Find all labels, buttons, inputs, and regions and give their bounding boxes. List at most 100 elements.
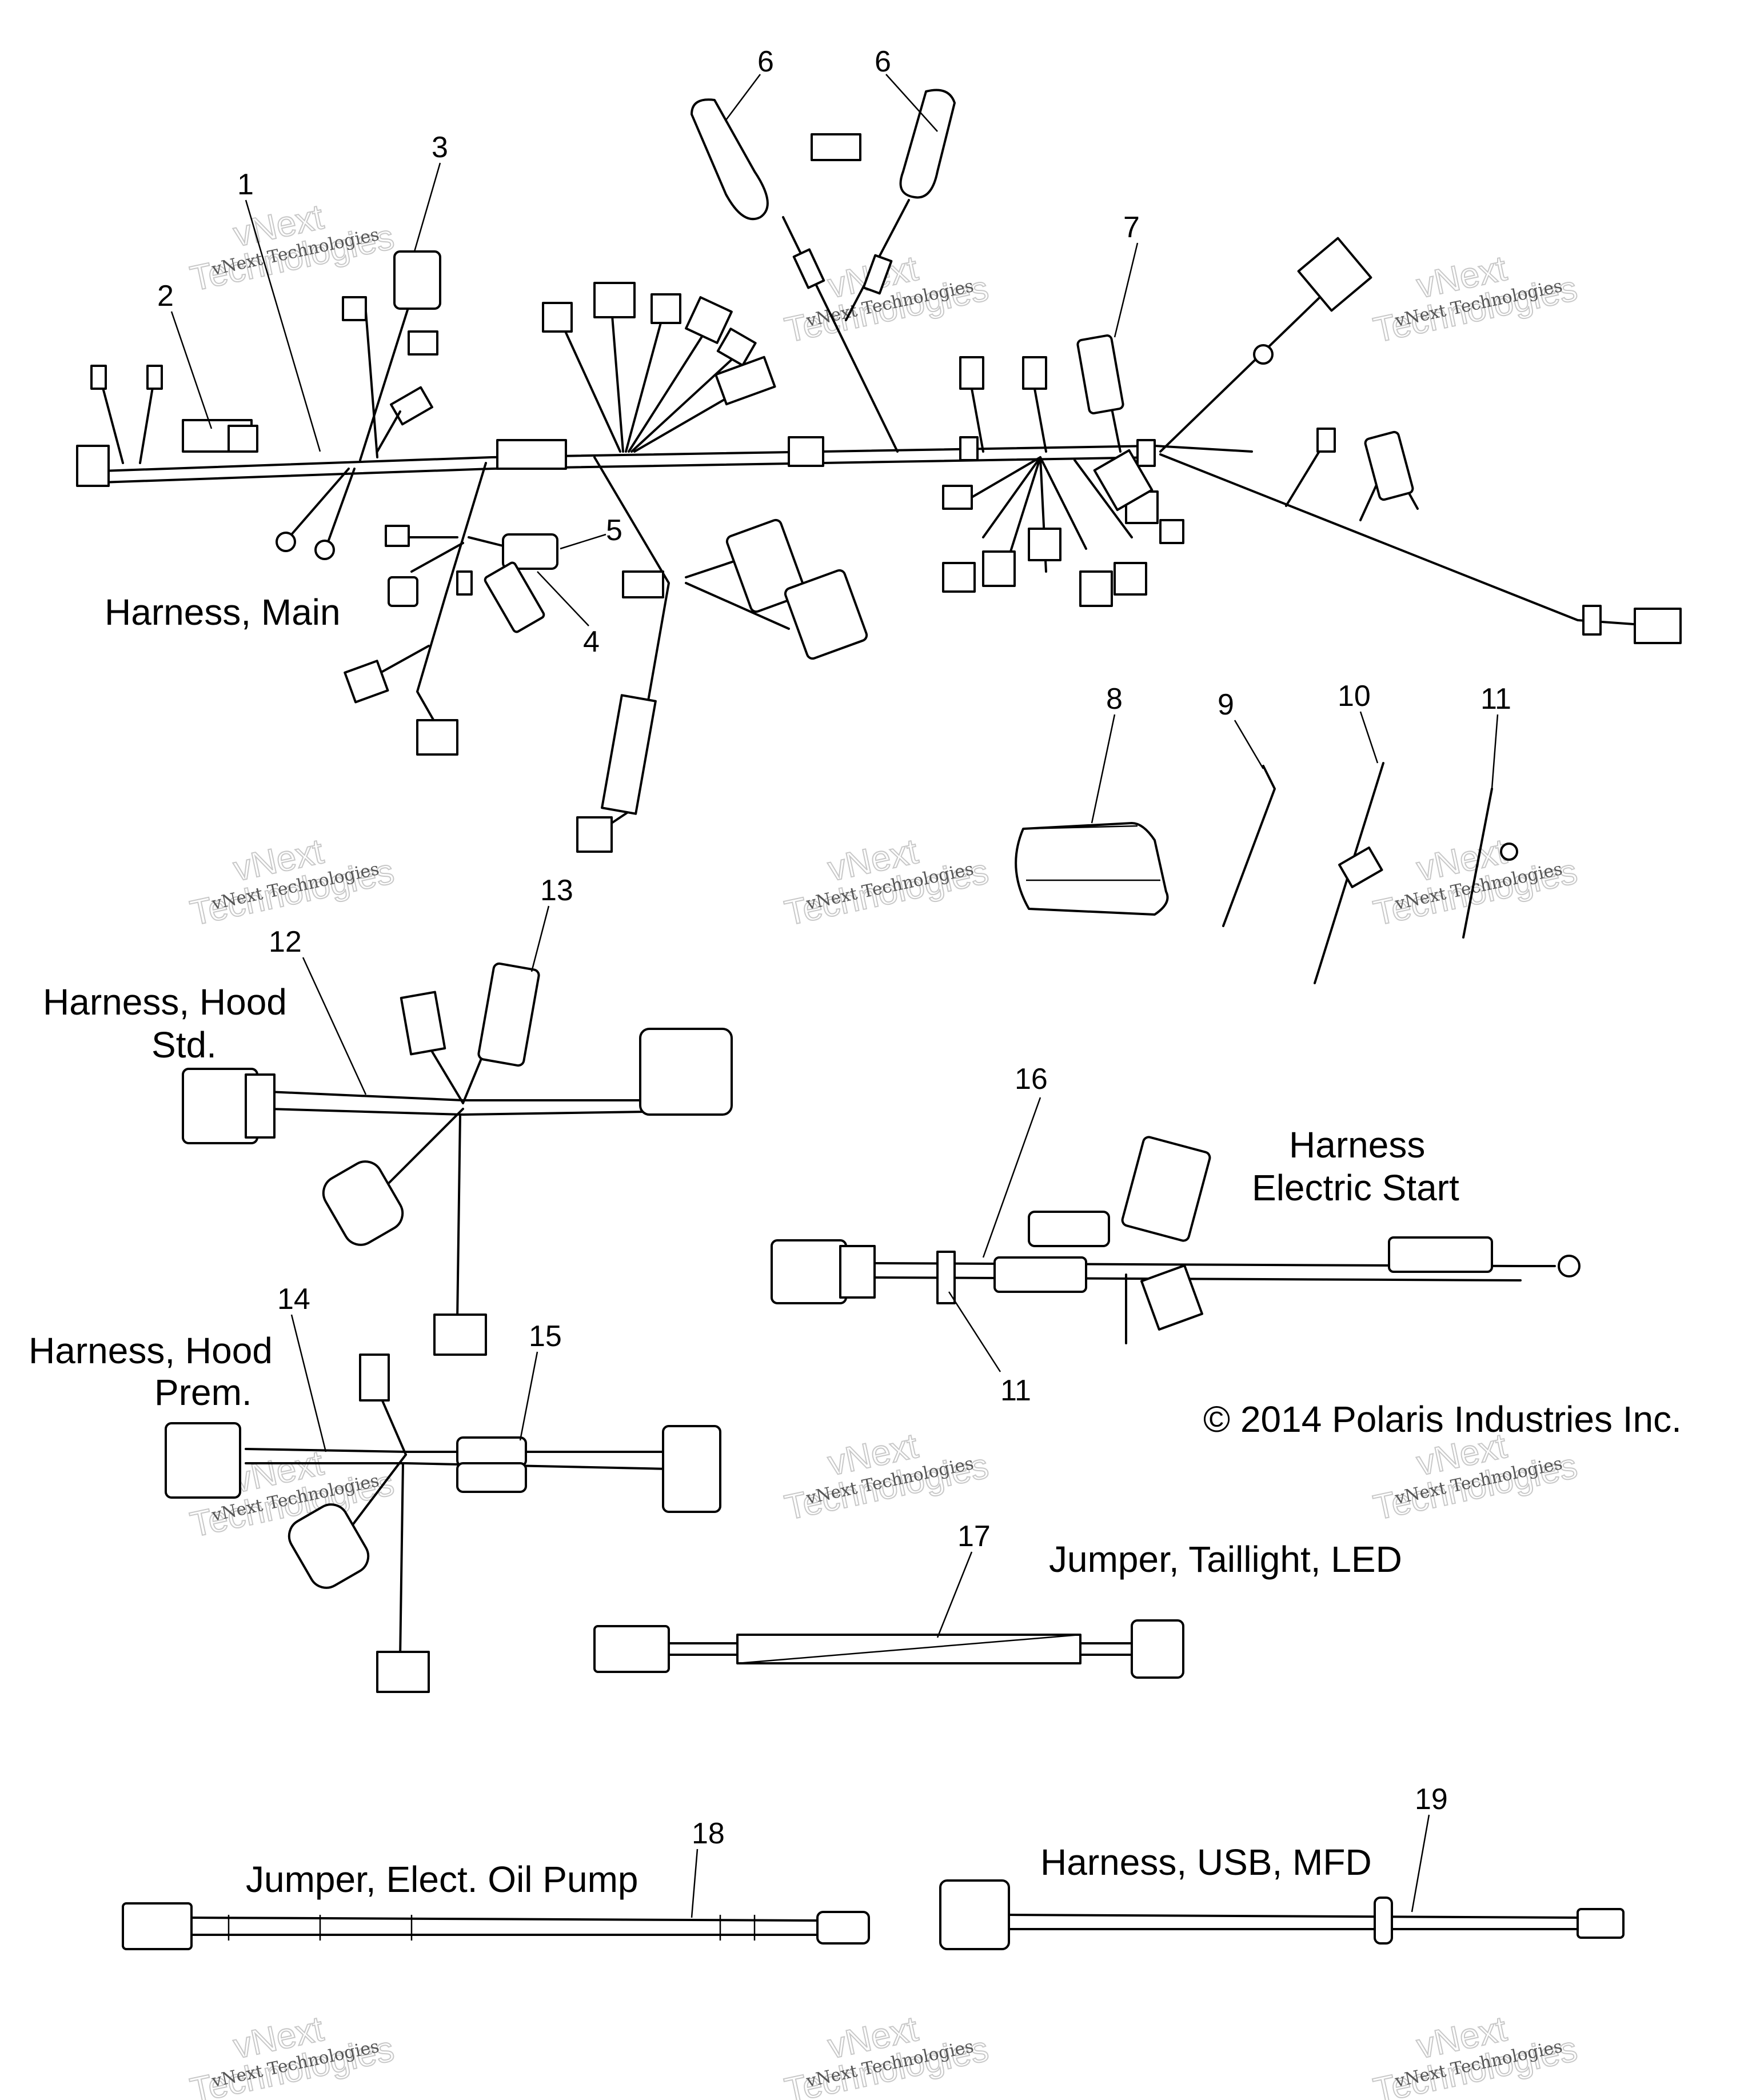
- inline-connector: [862, 254, 893, 295]
- connector-4: [484, 561, 545, 633]
- hood-std-connector-right: [639, 1028, 733, 1116]
- connector-large: [784, 569, 868, 660]
- estart-connector: [1140, 1264, 1203, 1331]
- callout-12: 12: [269, 925, 302, 959]
- hood-prem-harness: [165, 1354, 721, 1693]
- watermark: Technologies vNext vNext Technologies: [186, 197, 398, 300]
- callout-2: 2: [157, 280, 174, 313]
- caption-taillight: Jumper, Taillight, LED: [1049, 1539, 1402, 1580]
- callout-9: 9: [1218, 688, 1234, 721]
- leader-11b: [948, 1291, 1001, 1372]
- callout-11b: 11: [1000, 1374, 1031, 1407]
- leader-6a: [725, 74, 761, 121]
- trunk-sleeve: [788, 436, 824, 467]
- estart-connector: [993, 1256, 1087, 1293]
- estart-ring-terminal: [1558, 1255, 1581, 1277]
- branch-wire: [376, 410, 401, 453]
- fan-wire: [625, 313, 664, 453]
- hood-std-round-connector: [322, 1160, 404, 1246]
- estart-fuse-block: [1028, 1211, 1110, 1247]
- small-connector: [344, 660, 389, 704]
- small-connector: [385, 525, 410, 547]
- caption-electric-start: Harness: [1289, 1124, 1425, 1165]
- fan-connector: [716, 328, 757, 367]
- callout-4: 4: [583, 625, 600, 658]
- branch-wire: [1159, 453, 1659, 627]
- oxygen-sensor-6a: [691, 98, 769, 221]
- fan-wire: [610, 308, 624, 453]
- fan-connector: [593, 282, 636, 318]
- leader-3: [413, 162, 441, 252]
- fan-connector: [1093, 449, 1154, 512]
- estart-trunk-lower: [873, 1276, 1522, 1281]
- callout-17: 17: [957, 1520, 991, 1553]
- leader-19: [1411, 1814, 1430, 1913]
- connector-5: [502, 533, 558, 570]
- main-harness: [76, 89, 1682, 853]
- hood-prem-trunk-lower: [245, 1462, 670, 1470]
- electric-start-harness: [771, 1136, 1581, 1344]
- watermark: Technologies vNext vNext Technologies: [781, 831, 992, 934]
- fan-connector: [1028, 528, 1061, 561]
- taillight-connector-right: [1131, 1619, 1184, 1679]
- small-connector: [622, 570, 664, 598]
- hood-std-connector-left-tail: [245, 1073, 276, 1139]
- long-sleeve: [601, 694, 657, 815]
- watermark: Technologies vNext vNext Technologies: [781, 1426, 992, 1528]
- callout-numbers: 1 2 3 4 5 6 6 7 8 9 10 11 11 12 13 14 15…: [157, 45, 1511, 1850]
- leader-2: [170, 311, 213, 429]
- watermark: Technologies vNext vNext Technologies: [186, 2009, 398, 2100]
- leader-1: [245, 199, 321, 452]
- connector-15: [456, 1436, 527, 1467]
- leader-12: [302, 957, 367, 1095]
- fan-connector: [650, 293, 681, 324]
- hood-prem-end-connector: [376, 1651, 430, 1693]
- watermark: Technologies vNext vNext Technologies: [781, 2009, 992, 2100]
- callout-5: 5: [606, 514, 622, 547]
- fan-connector: [1114, 562, 1147, 596]
- end-connector: [416, 719, 458, 756]
- branch-wire: [376, 645, 430, 676]
- ring-terminal-wire: [290, 468, 356, 541]
- callout-15: 15: [529, 1320, 562, 1353]
- callout-3: 3: [432, 131, 448, 164]
- hood-std-harness: [182, 962, 733, 1356]
- fan-connector: [715, 356, 776, 406]
- oil-pump-connector-left: [122, 1902, 193, 1950]
- main-end-connector-left: [76, 445, 110, 487]
- bolt-terminal: [1582, 605, 1602, 636]
- convoluted-sleeve-8: [1015, 822, 1169, 916]
- connector-7: [1076, 334, 1124, 414]
- trunk-sleeve: [496, 439, 567, 470]
- hood-std-trunk-lower: [268, 1108, 647, 1116]
- leader-lines: [170, 74, 1499, 1918]
- estart-relay: [1121, 1136, 1211, 1242]
- caption-hood-prem: Harness, Hood: [29, 1330, 273, 1371]
- connector-13: [477, 962, 540, 1067]
- leader-7: [1114, 242, 1139, 338]
- usb-connector-left: [939, 1879, 1010, 1950]
- trunk-clip: [959, 436, 979, 461]
- cable-tie-clip: [1500, 843, 1518, 861]
- watermark: Technologies vNext vNext Technologies: [1370, 2009, 1581, 2100]
- fan-connector: [1079, 570, 1113, 607]
- leader-15: [519, 1351, 538, 1441]
- small-connector: [408, 330, 438, 356]
- estart-connector-right: [1388, 1236, 1493, 1273]
- hood-prem-round-connector: [288, 1503, 370, 1589]
- caption-oil-pump: Jumper, Elect. Oil Pump: [246, 1859, 638, 1900]
- cable-tie-clip: [1338, 846, 1383, 888]
- small-connector: [456, 570, 473, 596]
- oxygen-sensor-6b: [899, 89, 956, 199]
- fan-connector: [542, 302, 573, 333]
- estart-trunk: [873, 1262, 1556, 1267]
- leader-18: [691, 1849, 699, 1918]
- callout-10: 10: [1338, 680, 1371, 713]
- usb-grommet: [1374, 1897, 1393, 1945]
- caption-hood-prem-2: Prem.: [154, 1372, 252, 1413]
- bolt-11: [936, 1251, 956, 1304]
- sleeve-ridge: [1023, 825, 1160, 881]
- fan-wire: [630, 353, 739, 453]
- small-connector: [388, 576, 418, 607]
